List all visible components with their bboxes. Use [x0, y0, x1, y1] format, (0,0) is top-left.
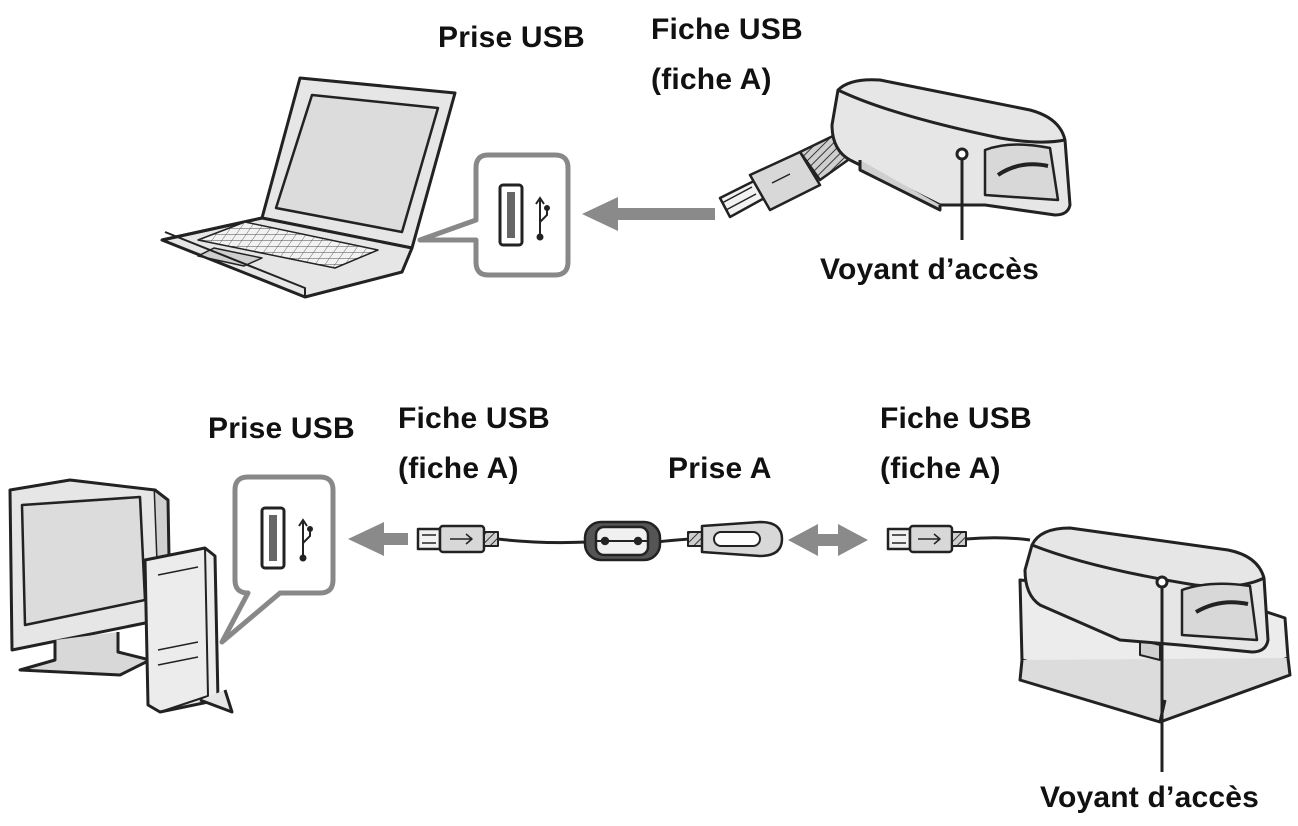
label-bottom-usb-plug-left-line2: (fiche A): [398, 452, 519, 485]
usb-plug-icon: [718, 128, 860, 219]
laptop-icon: [160, 76, 457, 299]
usb-port-callout: [417, 152, 571, 278]
connect-arrow-bottom-left: [348, 522, 408, 556]
usb-symbol-icon: [298, 518, 313, 562]
connect-arrow-top: [582, 197, 715, 231]
usb-extension-cable-icon: [416, 520, 784, 558]
access-lamp-icon: [955, 147, 969, 161]
double-arrow-connector: [788, 524, 868, 556]
label-bottom-usb-plug-right-line1: Fiche USB: [880, 402, 1032, 435]
desktop-computer-icon: [8, 478, 234, 714]
usb-port-callout-bottom: [219, 474, 336, 645]
label-top-usb-plug-line1: Fiche USB: [651, 13, 803, 46]
access-lamp-icon: [1155, 575, 1169, 589]
label-bottom-usb-plug-left-line1: Fiche USB: [398, 402, 550, 435]
card-reader-icon: [1018, 526, 1292, 772]
usb-port-icon: [498, 183, 524, 247]
usb-plug-icon: [886, 524, 1031, 554]
label-top-usb-port: Prise USB: [438, 21, 585, 54]
label-bottom-usb-port: Prise USB: [208, 412, 355, 445]
usb-symbol-icon: [535, 196, 550, 241]
card-reader-icon: [830, 78, 1072, 240]
ferrite-core-icon: [583, 520, 662, 562]
label-top-usb-plug-line2: (fiche A): [651, 63, 772, 96]
label-top-access-lamp: Voyant d’accès: [820, 253, 1040, 286]
label-bottom-usb-plug-right-line2: (fiche A): [880, 452, 1001, 485]
usb-port-icon: [260, 506, 286, 570]
label-bottom-jack-a: Prise A: [668, 452, 772, 485]
label-bottom-access-lamp: Voyant d’accès: [1040, 781, 1260, 814]
